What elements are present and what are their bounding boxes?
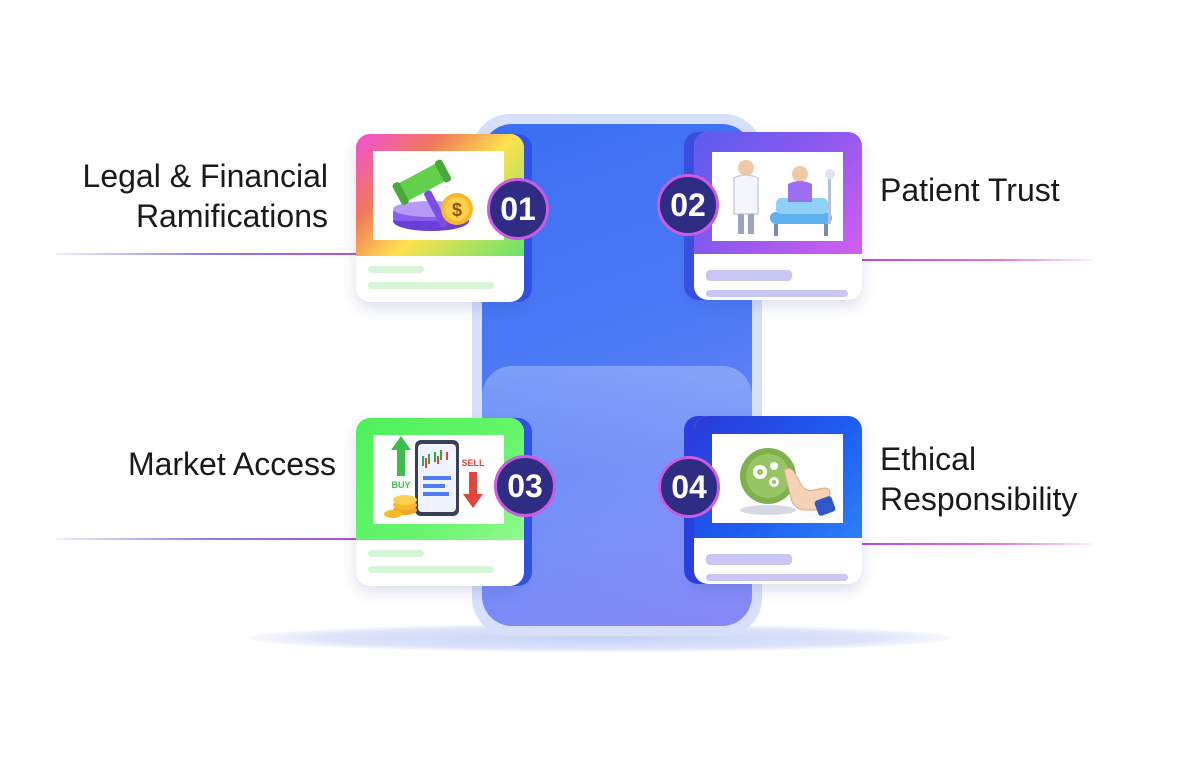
label-04-line1: Ethical <box>880 441 977 477</box>
card-4-bar-long <box>706 574 848 581</box>
label-02: Patient Trust <box>880 170 1180 210</box>
label-01-line1: Legal & Financial <box>82 158 328 194</box>
badge-04: 04 <box>658 456 720 518</box>
card-4 <box>694 416 862 584</box>
card-3-bar-long <box>368 566 494 573</box>
label-04-line2: Responsibility <box>880 481 1078 517</box>
connector-line-3 <box>56 538 360 540</box>
connector-line-4 <box>860 543 1094 545</box>
card-1-bar-short <box>368 266 424 273</box>
badge-01: 01 <box>487 178 549 240</box>
label-03-line1: Market Access <box>127 446 336 482</box>
card-2 <box>694 132 862 300</box>
label-02-line1: Patient Trust <box>880 172 1060 208</box>
label-03: Market Access <box>40 444 336 484</box>
sell-label: SELL <box>461 458 485 468</box>
label-01-line2: Ramifications <box>135 198 328 234</box>
label-04: Ethical Responsibility <box>880 439 1180 519</box>
gear-touch-icon <box>712 434 843 523</box>
card-3: BUY SELL <box>356 418 524 586</box>
buy-label: BUY <box>391 480 410 490</box>
card-1-bar-long <box>368 282 494 289</box>
connector-line-2 <box>860 259 1094 261</box>
badge-02: 02 <box>657 174 719 236</box>
badge-03: 03 <box>494 455 556 517</box>
card-2-bar-long <box>706 290 848 297</box>
doctor-patient-icon <box>712 152 843 241</box>
card-3-bar-short <box>368 550 424 557</box>
connector-line-1 <box>56 253 360 255</box>
gavel-coin-icon: $ <box>373 151 504 240</box>
card-4-bar-short <box>706 554 792 565</box>
label-01: Legal & Financial Ramifications <box>40 156 328 236</box>
svg-text:$: $ <box>451 200 461 220</box>
card-2-bar-short <box>706 270 792 281</box>
stock-market-icon: BUY SELL <box>373 435 504 524</box>
